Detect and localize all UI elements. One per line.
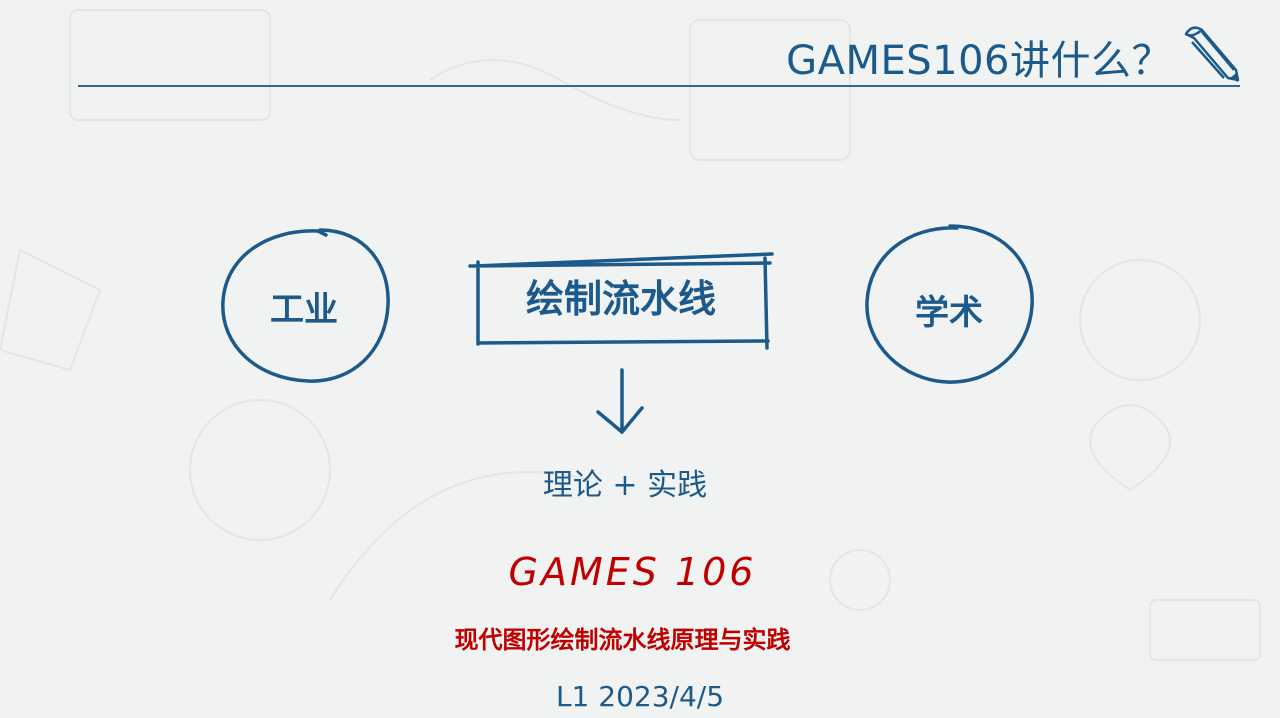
pipeline-label: 绘制流水线 — [525, 277, 716, 321]
slide-title: GAMES106讲什么？ — [786, 38, 1172, 84]
down-arrow — [596, 368, 644, 435]
course-name: 现代图形绘制流水线原理与实践 — [454, 626, 791, 654]
lecture-date: L1 2023/4/5 — [555, 680, 725, 713]
left-circle — [221, 228, 390, 383]
theory-practice-text: 理论 + 实践 — [542, 468, 708, 503]
industry-label: 工业 — [270, 290, 338, 330]
academia-label: 学术 — [915, 293, 983, 333]
title-underline — [78, 85, 1240, 87]
pencil-icon — [1184, 26, 1240, 82]
right-circle — [865, 224, 1034, 384]
course-code: GAMES 106 — [508, 550, 757, 594]
center-box — [468, 252, 774, 350]
